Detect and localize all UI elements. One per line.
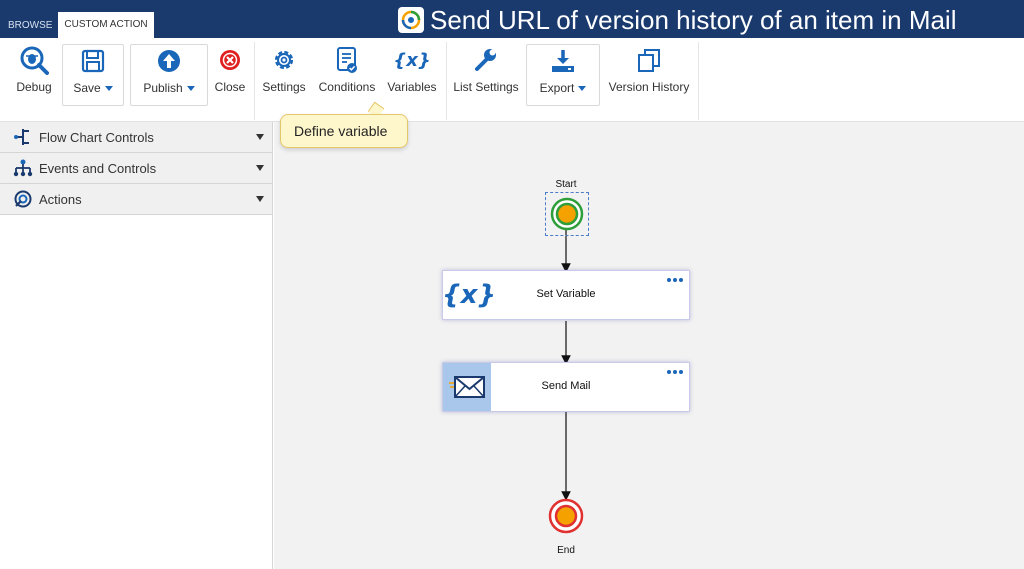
step-label: Set Variable [536,288,596,300]
hierarchy-icon [12,157,34,179]
gear-icon [271,44,297,76]
debug-button[interactable]: Debug [10,44,58,106]
chevron-down-icon [104,86,113,92]
ribbon-divider [254,42,255,120]
chevron-down-icon[interactable] [256,134,264,140]
more-options-icon[interactable] [667,278,683,282]
window-title: Send URL of version history of an item i… [398,4,957,36]
window-title-text: Send URL of version history of an item i… [430,4,957,35]
settings-button[interactable]: Settings [260,44,308,106]
list-settings-button[interactable]: List Settings [452,44,520,106]
publish-icon [156,45,182,77]
step-label: Send Mail [541,380,591,392]
ribbon-divider [698,42,699,120]
version-history-icon [636,44,662,76]
variables-label: Variables [387,80,437,94]
version-history-label: Version History [608,80,690,94]
mail-icon [443,363,491,411]
debug-icon [19,44,49,76]
publish-button[interactable]: Publish [130,44,208,106]
sidebar-item-flow-chart-controls[interactable]: Flow Chart Controls [0,122,272,153]
ribbon-divider [446,42,447,120]
start-node[interactable] [550,197,584,231]
end-node[interactable] [548,498,584,534]
settings-label: Settings [262,80,306,94]
list-settings-label: List Settings [453,80,519,94]
version-history-button[interactable]: Version History [606,44,692,106]
flow-connectors [561,229,571,501]
variables-button[interactable]: {x} Variables [386,44,438,106]
sidebar-item-actions[interactable]: Actions [0,184,272,215]
chevron-down-icon[interactable] [256,165,264,171]
chevron-down-icon [186,86,195,92]
save-button[interactable]: Save [62,44,124,106]
close-label: Close [214,80,246,94]
variable-icon: {x} [442,280,496,310]
set-variable-step[interactable]: {x} Set Variable [442,270,690,320]
define-variable-tooltip: Define variable [280,114,408,148]
wrench-icon [473,44,499,76]
send-mail-step[interactable]: Send Mail [442,362,690,412]
sidebar-item-label: Actions [39,191,82,207]
export-label: Export [539,81,575,95]
left-panel: Flow Chart Controls Events and Controls [0,122,273,569]
more-options-icon[interactable] [667,370,683,374]
debug-label: Debug [16,80,52,94]
tab-custom-action[interactable]: CUSTOM ACTION [58,12,154,38]
conditions-label: Conditions [318,80,376,94]
conditions-button[interactable]: Conditions [316,44,378,106]
save-icon [81,45,105,77]
start-label: Start [555,179,577,190]
save-label: Save [73,81,101,95]
flowchart-icon [12,126,34,148]
chevron-down-icon[interactable] [256,196,264,202]
ribbon-toolbar: Debug Save Publish Clos [0,38,1024,122]
end-label: End [557,545,575,556]
actions-icon [12,188,34,210]
sidebar-item-label: Events and Controls [39,160,157,176]
sidebar-item-label: Flow Chart Controls [39,129,154,145]
tab-browse[interactable]: BROWSE [8,20,53,31]
download-icon [550,45,576,77]
start-node-selection [545,192,589,236]
workflow-canvas[interactable]: Start {x} Set Variable Send Mail End [274,122,1024,569]
variable-icon: {x} [393,49,431,71]
top-bar: BROWSE CUSTOM ACTION Send URL of version… [0,0,1024,38]
chevron-down-icon [578,86,587,92]
publish-label: Publish [143,81,183,95]
close-icon [218,44,242,76]
close-button[interactable]: Close [212,44,248,106]
sidebar-item-events-and-controls[interactable]: Events and Controls [0,153,272,184]
export-button[interactable]: Export [526,44,600,106]
conditions-icon [335,44,359,76]
app-logo-icon [398,7,424,33]
